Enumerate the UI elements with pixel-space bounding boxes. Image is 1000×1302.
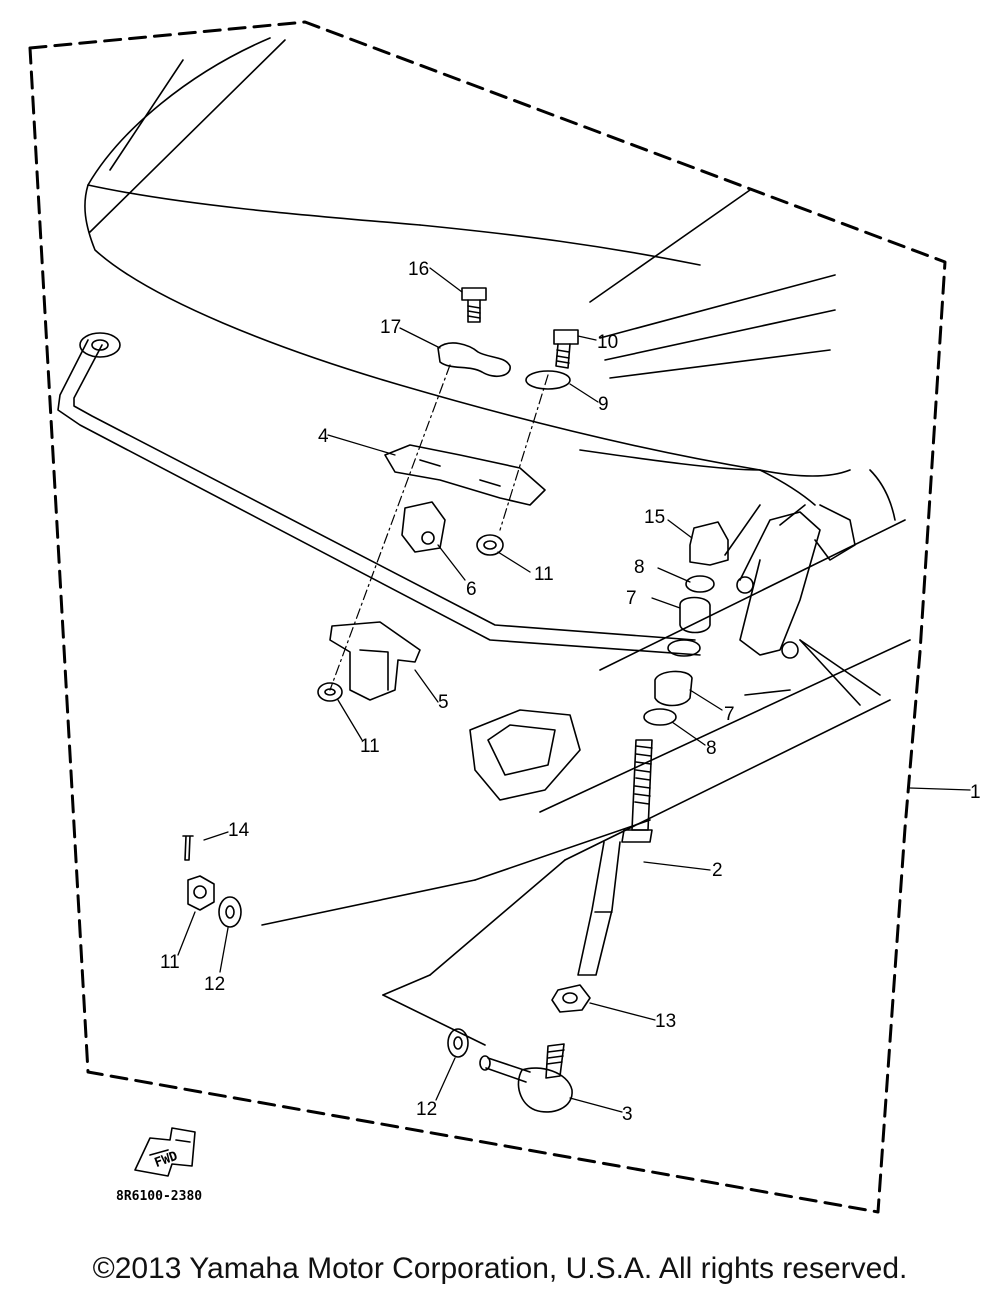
nut-11-upper	[476, 534, 504, 556]
bushing-7-lower	[654, 670, 693, 707]
copyright-footer: ©2013 Yamaha Motor Corporation, U.S.A. A…	[92, 1252, 908, 1285]
bushing-6	[401, 501, 446, 553]
fwd-arrow-label: FWD	[153, 1149, 180, 1171]
diagram-code: 8R6100-2380	[116, 1189, 202, 1204]
label-part-4: 4	[318, 426, 329, 447]
ball-joint-3	[479, 1043, 573, 1113]
nut-11-mid	[317, 682, 343, 702]
label-part-9: 9	[598, 394, 609, 415]
label-part-10: 10	[597, 332, 618, 353]
label-part-7-lower: 7	[724, 704, 735, 725]
label-part-11-lower: 11	[160, 952, 180, 973]
seat-outline	[84, 37, 896, 521]
label-part-1: 1	[970, 782, 981, 803]
centre-line-right	[499, 374, 549, 531]
label-part-2: 2	[712, 860, 723, 881]
label-part-15: 16	[408, 259, 429, 280]
label-part-13: 13	[655, 1011, 676, 1032]
label-part-5: 5	[438, 692, 449, 713]
washer-12-left	[218, 896, 242, 928]
cap-16	[689, 521, 729, 566]
label-part-14: 14	[228, 820, 250, 841]
washer-12-lower	[447, 1028, 469, 1058]
leader-lines	[177, 267, 971, 1113]
bolt-15	[461, 287, 487, 323]
nut-11-lower	[187, 875, 215, 911]
label-part-11-mid: 11	[360, 736, 380, 757]
parts-diagram: 16 17 10 9 4 6 11 15 8 7 5 11 7 8 1 2 14…	[28, 20, 981, 1214]
label-part-3: 3	[622, 1104, 633, 1125]
label-part-16: 15	[644, 507, 665, 528]
step-bracket	[469, 709, 581, 801]
washer-8-mid	[667, 639, 701, 657]
label-part-12-lower: 12	[416, 1099, 437, 1120]
fwd-arrow-icon	[134, 1127, 196, 1177]
label-part-8-upper: 8	[634, 557, 645, 578]
label-part-11-upper: 11	[534, 564, 554, 585]
assembly-boundary	[28, 20, 947, 1214]
washer-9	[525, 370, 571, 390]
plate-17	[437, 342, 511, 378]
label-part-6: 6	[466, 579, 477, 600]
stabilizer-bar	[57, 332, 701, 656]
frame-outline	[261, 519, 911, 1046]
pin-14	[182, 835, 194, 861]
label-part-7-upper: 7	[626, 588, 637, 609]
label-part-8-lower: 8	[706, 738, 717, 759]
label-part-17: 17	[380, 317, 401, 338]
bolt-10	[553, 329, 579, 369]
rod-2	[577, 739, 653, 976]
centre-line-left	[329, 364, 451, 691]
label-part-12-left: 12	[204, 974, 225, 995]
link-arm	[724, 504, 856, 659]
nut-13	[551, 984, 591, 1013]
bushing-7-upper	[679, 596, 711, 634]
bracket-5	[329, 621, 421, 701]
washer-8-lower	[643, 708, 677, 726]
washer-8-upper	[685, 575, 715, 593]
bracket-4	[384, 444, 546, 506]
